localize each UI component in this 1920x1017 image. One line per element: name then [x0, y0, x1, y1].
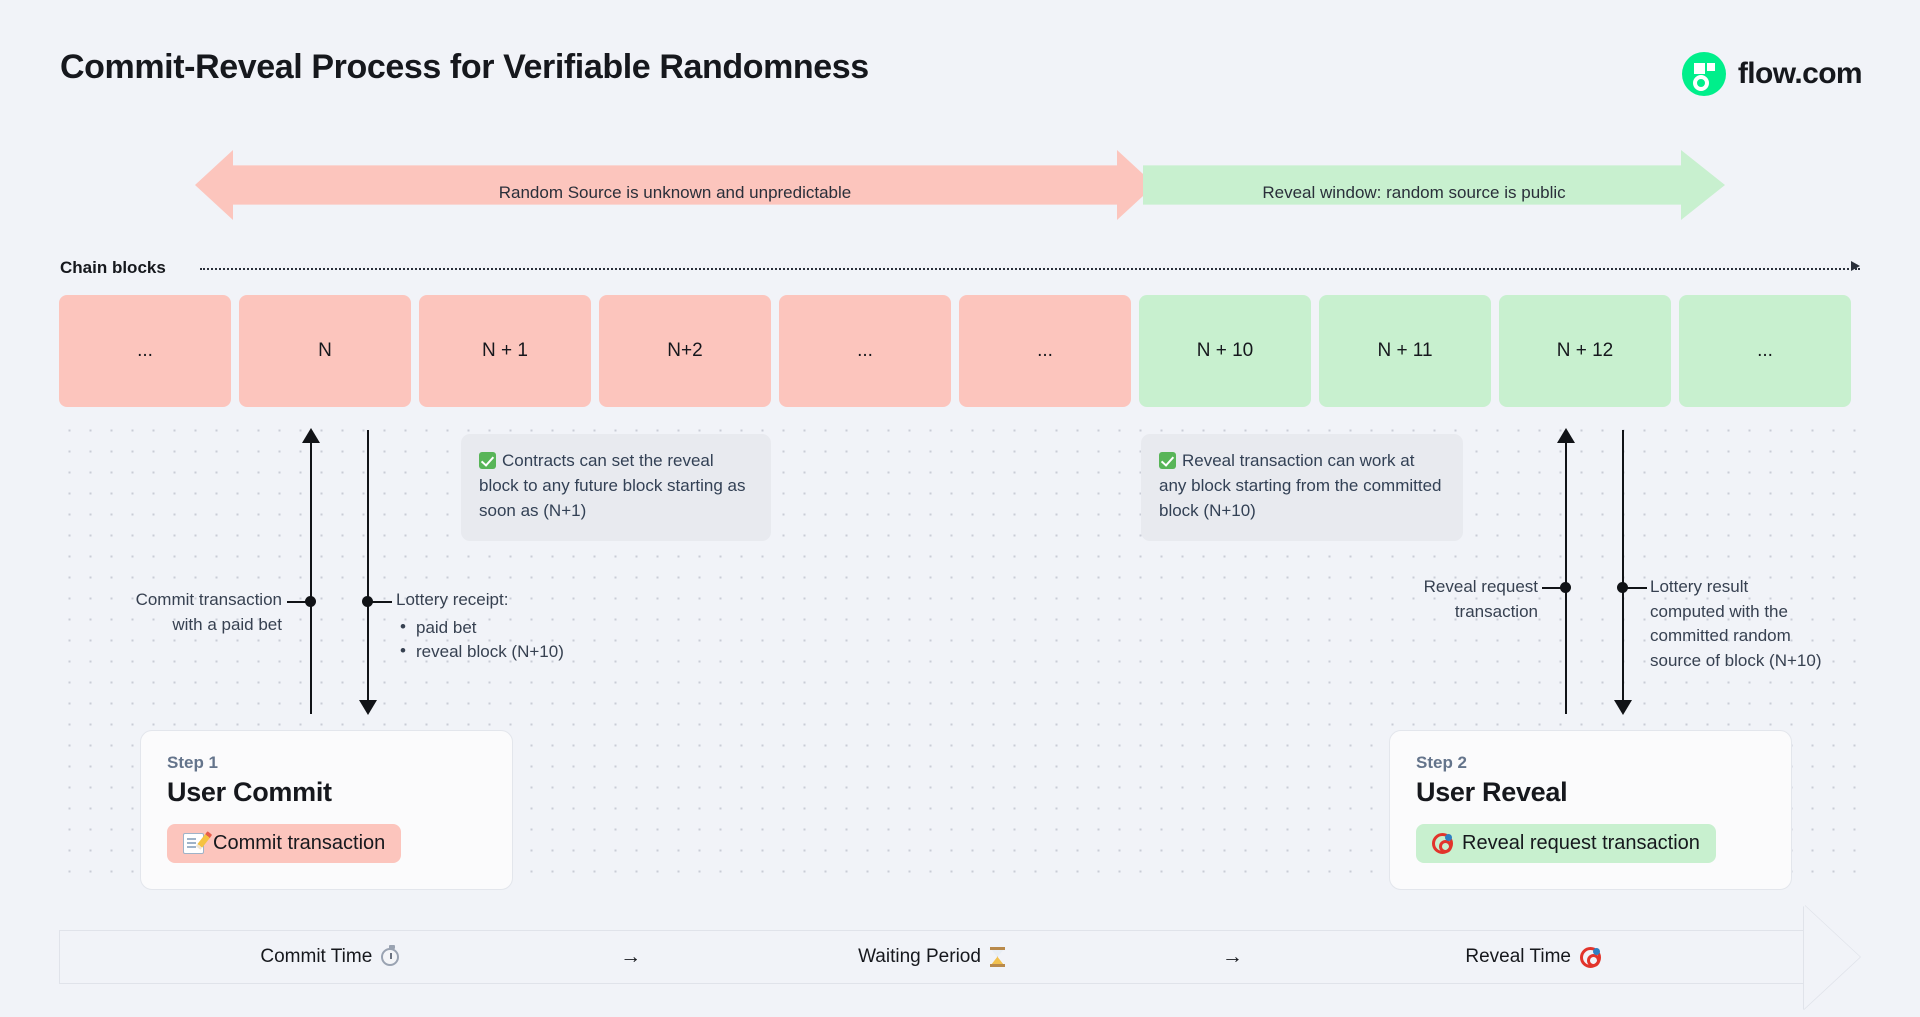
reveal-request-line1: Reveal request — [1423, 577, 1538, 596]
lottery-result-line2: computed with the — [1650, 601, 1788, 621]
target-icon — [1432, 833, 1453, 854]
phase-unknown-label: Random Source is unknown and unpredictab… — [498, 183, 852, 202]
receipt-connector-stub — [370, 601, 392, 603]
page-title: Commit-Reveal Process for Verifiable Ran… — [60, 48, 869, 86]
timeline-segment-reveal: Reveal Time — [1263, 946, 1803, 968]
phase-banner-row: Random Source is unknown and unpredictab… — [0, 150, 1920, 220]
commit-annotation: Commit transaction with a paid bet — [60, 588, 282, 637]
lottery-result-line4: source of block (N+10) — [1650, 650, 1822, 670]
timeline-waiting-label: Waiting Period — [858, 946, 981, 967]
timeline-commit-label: Commit Time — [260, 946, 373, 967]
result-connector-stub — [1625, 587, 1647, 589]
timeline-segment-commit: Commit Time — [60, 945, 600, 968]
step-2-pill[interactable]: Reveal request transaction — [1416, 824, 1716, 863]
step-1-title: User Commit — [167, 777, 332, 807]
memo-icon — [183, 831, 213, 854]
commit-annotation-line1: Commit transaction — [135, 590, 282, 609]
step-1-label: Step 1 — [167, 753, 219, 772]
target-icon — [1579, 946, 1601, 968]
hourglass-icon — [989, 947, 1005, 967]
check-icon — [1159, 452, 1176, 469]
chain-blocks-row: ... N N + 1 N+2 ... ... N + 10 N + 11 N … — [59, 295, 1851, 407]
phase-reveal-label: Reveal window: random source is public — [1262, 183, 1566, 202]
result-arrow-down-icon — [1614, 700, 1632, 715]
reveal-connector-stub — [1542, 587, 1564, 589]
timeline-arrow-head-icon — [1804, 905, 1860, 1009]
callout-reveal-text: Reveal transaction can work at any block… — [1159, 451, 1442, 520]
commit-connector-line — [310, 441, 312, 714]
chain-arrow-icon — [1851, 261, 1860, 271]
bottom-timeline: Commit Time → Waiting Period → Reveal Ti… — [59, 930, 1804, 984]
step-2-label: Step 2 — [1416, 753, 1468, 772]
lottery-result-line3: committed random — [1650, 626, 1791, 646]
receipt-arrow-down-icon — [359, 700, 377, 715]
stopwatch-icon — [381, 945, 400, 966]
callout-contracts-text: Contracts can set the reveal block to an… — [479, 451, 746, 520]
commit-annotation-line2: with a paid bet — [172, 614, 282, 634]
chain-block[interactable]: N + 12 — [1499, 295, 1671, 407]
chain-block[interactable]: N + 10 — [1139, 295, 1311, 407]
commit-arrow-up-icon — [302, 428, 320, 443]
chain-block[interactable]: ... — [59, 295, 231, 407]
commit-connector-dot — [305, 596, 316, 607]
timeline-segment-waiting: Waiting Period — [662, 946, 1202, 968]
timeline-reveal-label: Reveal Time — [1465, 946, 1571, 967]
step-2-title: User Reveal — [1416, 777, 1568, 807]
reveal-connector-line — [1565, 441, 1567, 714]
chain-block[interactable]: ... — [779, 295, 951, 407]
check-icon — [479, 452, 496, 469]
chain-block[interactable]: N+2 — [599, 295, 771, 407]
chain-block[interactable]: N + 11 — [1319, 295, 1491, 407]
lottery-result-annotation: Lottery result computed with the committ… — [1650, 575, 1900, 674]
list-item: reveal block (N+10) — [396, 639, 696, 665]
step-2-pill-label: Reveal request transaction — [1462, 832, 1700, 854]
chain-dotted-line — [200, 268, 1860, 270]
timeline-arrow-2-icon: → — [1221, 945, 1243, 968]
phase-banner-unknown: Random Source is unknown and unpredictab… — [195, 150, 1155, 220]
step-1-pill-label: Commit transaction — [213, 832, 386, 854]
lottery-receipt-heading: Lottery receipt: — [396, 590, 509, 609]
step-1-pill[interactable]: Commit transaction — [167, 824, 402, 863]
reveal-connector-dot — [1560, 582, 1571, 593]
phase-banner-reveal: Reveal window: random source is public — [1143, 150, 1725, 220]
flow-logo-icon — [1681, 52, 1726, 96]
lottery-receipt-annotation: Lottery receipt: paid bet reveal block (… — [396, 588, 696, 665]
chain-block[interactable]: N + 1 — [419, 295, 591, 407]
chain-block[interactable]: ... — [1679, 295, 1851, 407]
callout-contracts: Contracts can set the reveal block to an… — [461, 434, 771, 541]
chain-blocks-label: Chain blocks — [60, 258, 166, 277]
receipt-connector-dot — [362, 596, 373, 607]
callout-reveal: Reveal transaction can work at any block… — [1141, 434, 1463, 541]
list-item: paid bet — [396, 615, 696, 641]
brand-name: flow.com — [1737, 57, 1863, 90]
lottery-result-line1: Lottery result — [1650, 577, 1749, 596]
step-card-1[interactable]: Step 1 User Commit Commit transaction — [140, 730, 513, 890]
reveal-arrow-up-icon — [1557, 428, 1575, 443]
commit-connector-stub — [287, 601, 309, 603]
result-connector-line — [1622, 430, 1624, 708]
chain-block[interactable]: N — [239, 295, 411, 407]
flow-brand: flow.com — [1681, 52, 1863, 96]
result-connector-dot — [1617, 582, 1628, 593]
reveal-request-annotation: Reveal request transaction — [1330, 575, 1538, 624]
step-card-2[interactable]: Step 2 User Reveal Reveal request transa… — [1389, 730, 1792, 890]
reveal-request-line2: transaction — [1454, 601, 1538, 621]
timeline-arrow-1-icon: → — [620, 945, 642, 968]
lottery-receipt-list: paid bet reveal block (N+10) — [396, 615, 696, 665]
receipt-connector-line — [367, 430, 369, 708]
chain-block[interactable]: ... — [959, 295, 1131, 407]
